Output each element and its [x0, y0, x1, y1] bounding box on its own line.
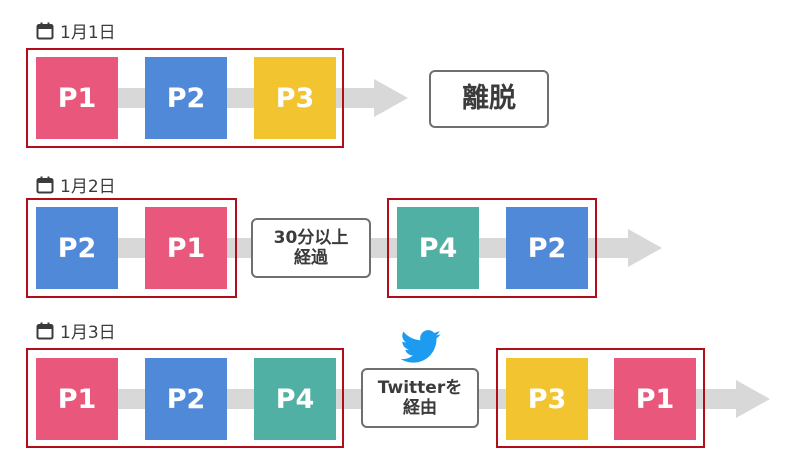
- gap-label: Twitterを 経由: [361, 368, 479, 428]
- session-box: [496, 348, 705, 448]
- date-text: 1月1日: [60, 23, 116, 43]
- page-node: P1: [614, 358, 696, 440]
- page-node: P2: [506, 207, 588, 289]
- twitter-bird-icon: [400, 330, 441, 363]
- page-node: P1: [36, 358, 118, 440]
- page-node: P4: [397, 207, 479, 289]
- session-box: [26, 198, 237, 298]
- gap-text-line2: 経過: [294, 248, 328, 268]
- flow-arrow-head: [736, 380, 770, 418]
- page-node: P2: [36, 207, 118, 289]
- date-label-day3: 1月3日: [36, 318, 116, 343]
- calendar-icon: [36, 22, 54, 39]
- page-node: P3: [254, 57, 336, 139]
- flow-arrow-head: [628, 229, 662, 267]
- page-node: P2: [145, 57, 227, 139]
- exit-text: 離脱: [462, 83, 516, 114]
- date-label-day2: 1月2日: [36, 172, 116, 197]
- date-label-day1: 1月1日: [36, 18, 116, 43]
- page-node: P3: [506, 358, 588, 440]
- date-text: 1月3日: [60, 323, 116, 343]
- calendar-icon: [36, 322, 54, 339]
- gap-label: 30分以上 経過: [251, 218, 371, 278]
- calendar-icon: [36, 176, 54, 193]
- flow-arrow-head: [374, 79, 408, 117]
- date-text: 1月2日: [60, 177, 116, 197]
- gap-text-line1: Twitterを: [377, 378, 463, 398]
- page-node: P2: [145, 358, 227, 440]
- gap-text-line1: 30分以上: [273, 228, 349, 248]
- page-node: P4: [254, 358, 336, 440]
- page-node: P1: [145, 207, 227, 289]
- page-node: P1: [36, 57, 118, 139]
- session-box: [26, 48, 344, 148]
- session-box: [387, 198, 597, 298]
- session-box: [26, 348, 344, 448]
- exit-label: 離脱: [429, 70, 549, 128]
- gap-text-line2: 経由: [403, 398, 437, 418]
